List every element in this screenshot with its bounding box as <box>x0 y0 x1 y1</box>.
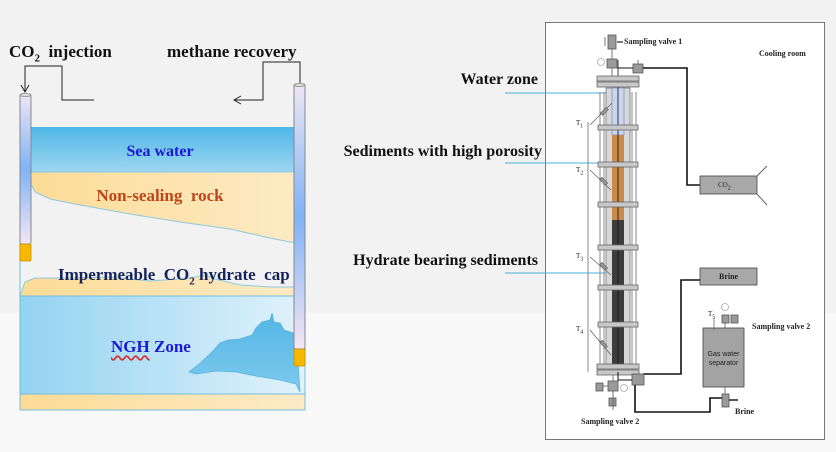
ngh-underlined: NGH <box>111 337 150 356</box>
methane-recovery-label: methane recovery <box>167 42 297 61</box>
reservoir-graphic <box>19 61 306 411</box>
brine-tank <box>699 267 758 286</box>
co2-tank <box>699 175 758 195</box>
cap-sub: 2 <box>189 275 195 288</box>
bottom-valve-assembly <box>595 373 645 407</box>
sensor-t4-label: T4 <box>576 325 583 335</box>
t5-sub: 5 <box>712 314 716 321</box>
t1-prefix: T <box>576 119 581 127</box>
ngh-zone-label: NGH Zone <box>111 337 191 357</box>
impermeable-cap-label: Impermeable CO2 hydrate cap <box>41 245 290 307</box>
t2-sub: 2 <box>580 170 584 177</box>
t4-sub: 4 <box>580 329 584 336</box>
ngh-rest: Zone <box>149 337 191 356</box>
recovery-arrow-icon <box>232 61 301 105</box>
co2-injection-sub: 2 <box>34 52 41 65</box>
separator-gauge-icon <box>721 303 729 311</box>
co2-injection-prefix: CO <box>9 42 35 61</box>
cooling-room-label: Cooling room <box>759 49 806 58</box>
sensor-t3-label: T3 <box>576 252 583 262</box>
t5-prefix: T <box>708 310 713 318</box>
co2-injection-suffix: injection <box>40 42 112 61</box>
t4-prefix: T <box>576 325 581 333</box>
apparatus-panel <box>545 22 825 440</box>
injection-arrow-icon <box>20 65 94 101</box>
co2-tank-label: CO2 <box>718 181 731 191</box>
thermocouples <box>589 102 613 356</box>
bottom-gauge-icon <box>620 384 628 392</box>
hydrate-deposit <box>188 312 301 393</box>
high-porosity-label: Sediments with high porosity <box>343 143 542 160</box>
injection-well-tip <box>19 243 32 262</box>
sensor-t2-label: T2 <box>576 166 583 176</box>
separator-label-line-2: separator <box>708 360 739 367</box>
pressure-gauge-icon <box>597 58 605 66</box>
co2-tank-prefix: CO <box>718 181 728 189</box>
water-zone-label: Water zone <box>460 71 538 88</box>
t3-sub: 3 <box>580 256 584 263</box>
cap-suffix: hydrate cap <box>194 265 290 284</box>
sampling-valve-1-label: Sampling valve 1 <box>624 37 683 46</box>
hydrate-sediments-label: Hydrate bearing sediments <box>353 252 538 269</box>
t1-sub: 1 <box>580 123 584 130</box>
t3-prefix: T <box>576 252 581 260</box>
separator-label: Gas water separator <box>703 350 744 368</box>
sensor-t1-label: T1 <box>576 119 583 129</box>
sampling-valve-2-right-label: Sampling valve 2 <box>752 322 811 331</box>
sea-water-layer <box>20 127 305 172</box>
brine-outlet-label: Brine <box>735 407 755 416</box>
t2-prefix: T <box>576 166 581 174</box>
gas-water-separator <box>702 327 745 388</box>
cap-prefix: Impermeable CO <box>58 265 190 284</box>
separator-label-line-1: Gas water <box>707 351 740 358</box>
brine-tank-label: Brine <box>719 272 739 281</box>
recovery-well-tip <box>293 348 306 367</box>
sampling-valve-2-bottom-label: Sampling valve 2 <box>581 417 640 426</box>
co2-injection-label: CO2 injection <box>9 42 112 64</box>
co2-tank-sub: 2 <box>727 185 731 192</box>
sensor-t5-label: T5 <box>708 310 715 320</box>
non-sealing-rock-label: Non-sealing rock <box>96 186 224 205</box>
pointer-lines <box>505 92 610 274</box>
sea-water-label: Sea water <box>126 143 194 160</box>
